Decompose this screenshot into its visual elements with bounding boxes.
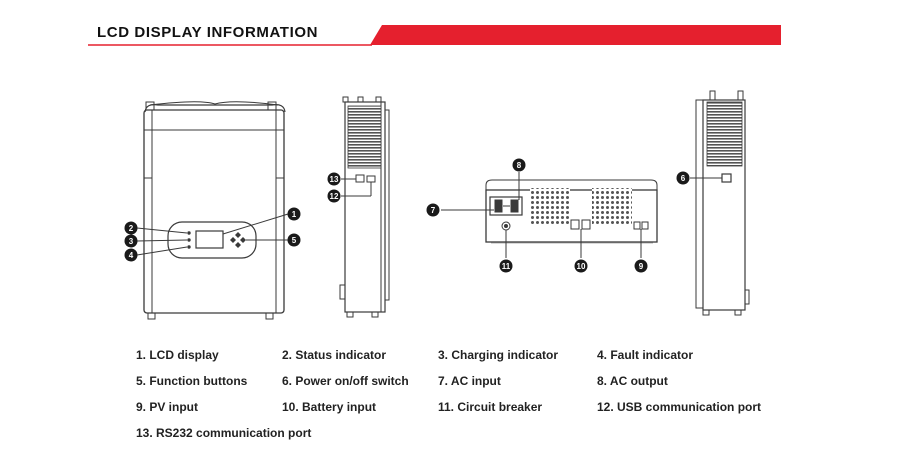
legend-item-rs232-port: 13. RS232 communication port: [136, 426, 312, 440]
legend-item-ac-output: 8. AC output: [597, 374, 668, 388]
svg-text:4: 4: [129, 251, 134, 260]
marker-4: 4: [124, 248, 138, 262]
legend-item-function-buttons: 5. Function buttons: [136, 374, 248, 388]
legend-item-fault-indicator: 4. Fault indicator: [597, 348, 694, 362]
legend-item-pv-input: 9. PV input: [136, 400, 199, 414]
legend-item-battery-input: 10. Battery input: [282, 400, 377, 414]
svg-text:9: 9: [639, 262, 644, 271]
marker-9: 9: [634, 259, 648, 273]
marker-2: 2: [124, 221, 138, 235]
svg-text:12: 12: [330, 192, 339, 201]
marker-11: 11: [499, 259, 513, 273]
legend-item-status-indicator: 2. Status indicator: [282, 348, 387, 362]
header-banner: [88, 25, 781, 46]
marker-10: 10: [574, 259, 588, 273]
svg-text:3: 3: [129, 237, 134, 246]
legend-item-ac-input: 7. AC input: [438, 374, 501, 388]
marker-5: 5: [287, 233, 301, 247]
svg-text:10: 10: [577, 262, 586, 271]
inverter-diagram: 1 2 3 4 5 6 7 8 9 10 11 12 13: [124, 90, 750, 320]
legend-item-power-switch: 6. Power on/off switch: [282, 374, 409, 388]
bottom-view: [441, 172, 658, 258]
svg-text:2: 2: [129, 224, 134, 233]
marker-1: 1: [287, 207, 301, 221]
svg-text:1: 1: [292, 210, 297, 219]
red-banner: [370, 25, 781, 45]
marker-7: 7: [426, 203, 440, 217]
svg-text:7: 7: [431, 206, 436, 215]
svg-text:5: 5: [292, 236, 297, 245]
legend-item-lcd-display: 1. LCD display: [136, 348, 219, 362]
marker-13: 13: [327, 172, 341, 186]
legend-item-charging-indicator: 3. Charging indicator: [438, 348, 559, 362]
svg-text:8: 8: [517, 161, 522, 170]
svg-text:11: 11: [502, 262, 511, 271]
left-side-view: [339, 96, 390, 318]
marker-3: 3: [124, 234, 138, 248]
marker-8: 8: [512, 158, 526, 172]
legend-item-usb-port: 12. USB communication port: [597, 400, 762, 414]
marker-12: 12: [327, 189, 341, 203]
svg-text:6: 6: [681, 174, 686, 183]
marker-6: 6: [676, 171, 690, 185]
page-title: LCD DISPLAY INFORMATION: [97, 24, 319, 41]
svg-text:13: 13: [330, 175, 339, 184]
right-side-view: [690, 90, 750, 316]
legend-item-circuit-breaker: 11. Circuit breaker: [438, 400, 543, 414]
front-view: [136, 101, 289, 320]
